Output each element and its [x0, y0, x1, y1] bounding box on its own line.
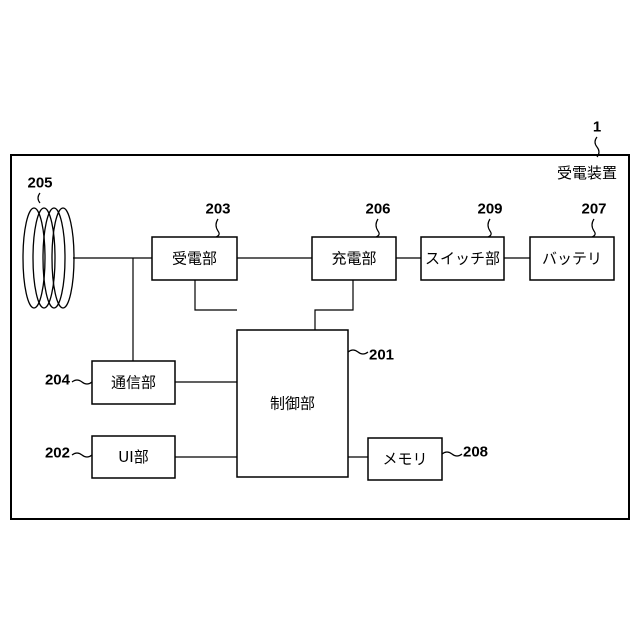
coil-icon: [23, 208, 74, 308]
communication-unit-ref: 204: [45, 372, 71, 389]
communication-unit-ref-leader: [72, 380, 92, 384]
control-unit-ref: 201: [369, 347, 394, 364]
battery-ref-leader: [592, 219, 595, 237]
switch-unit-label: スイッチ部: [425, 250, 500, 268]
memory-ref-leader: [442, 452, 462, 456]
ui-unit-ref-leader: [72, 453, 92, 457]
memory-ref: 208: [463, 444, 488, 461]
power-receiving-unit-ref: 203: [205, 201, 230, 218]
ui-unit-ref: 202: [45, 445, 70, 462]
power-receiving-unit-label: 受電部: [172, 250, 217, 268]
device-ref: 1: [593, 119, 601, 136]
communication-unit-label: 通信部: [111, 374, 156, 392]
ui-unit-label: UI部: [118, 448, 148, 466]
device-label: 受電装置: [557, 164, 617, 182]
power-receiving-unit-ref-leader: [216, 219, 219, 237]
switch-unit-ref-leader: [488, 219, 491, 237]
switch-unit-ref: 209: [477, 201, 502, 218]
memory-label: メモリ: [382, 450, 427, 468]
charging-unit-ref: 206: [365, 201, 390, 218]
battery-ref: 207: [581, 201, 606, 218]
battery-label: バッテリ: [542, 250, 602, 268]
charging-unit-ref-leader: [376, 219, 379, 237]
control-unit-label: 制御部: [270, 395, 315, 413]
coil-ref: 205: [27, 175, 52, 192]
coil-ref-leader: [38, 193, 40, 203]
control-unit-ref-leader: [348, 350, 368, 354]
charging-unit-label: 充電部: [331, 250, 376, 268]
